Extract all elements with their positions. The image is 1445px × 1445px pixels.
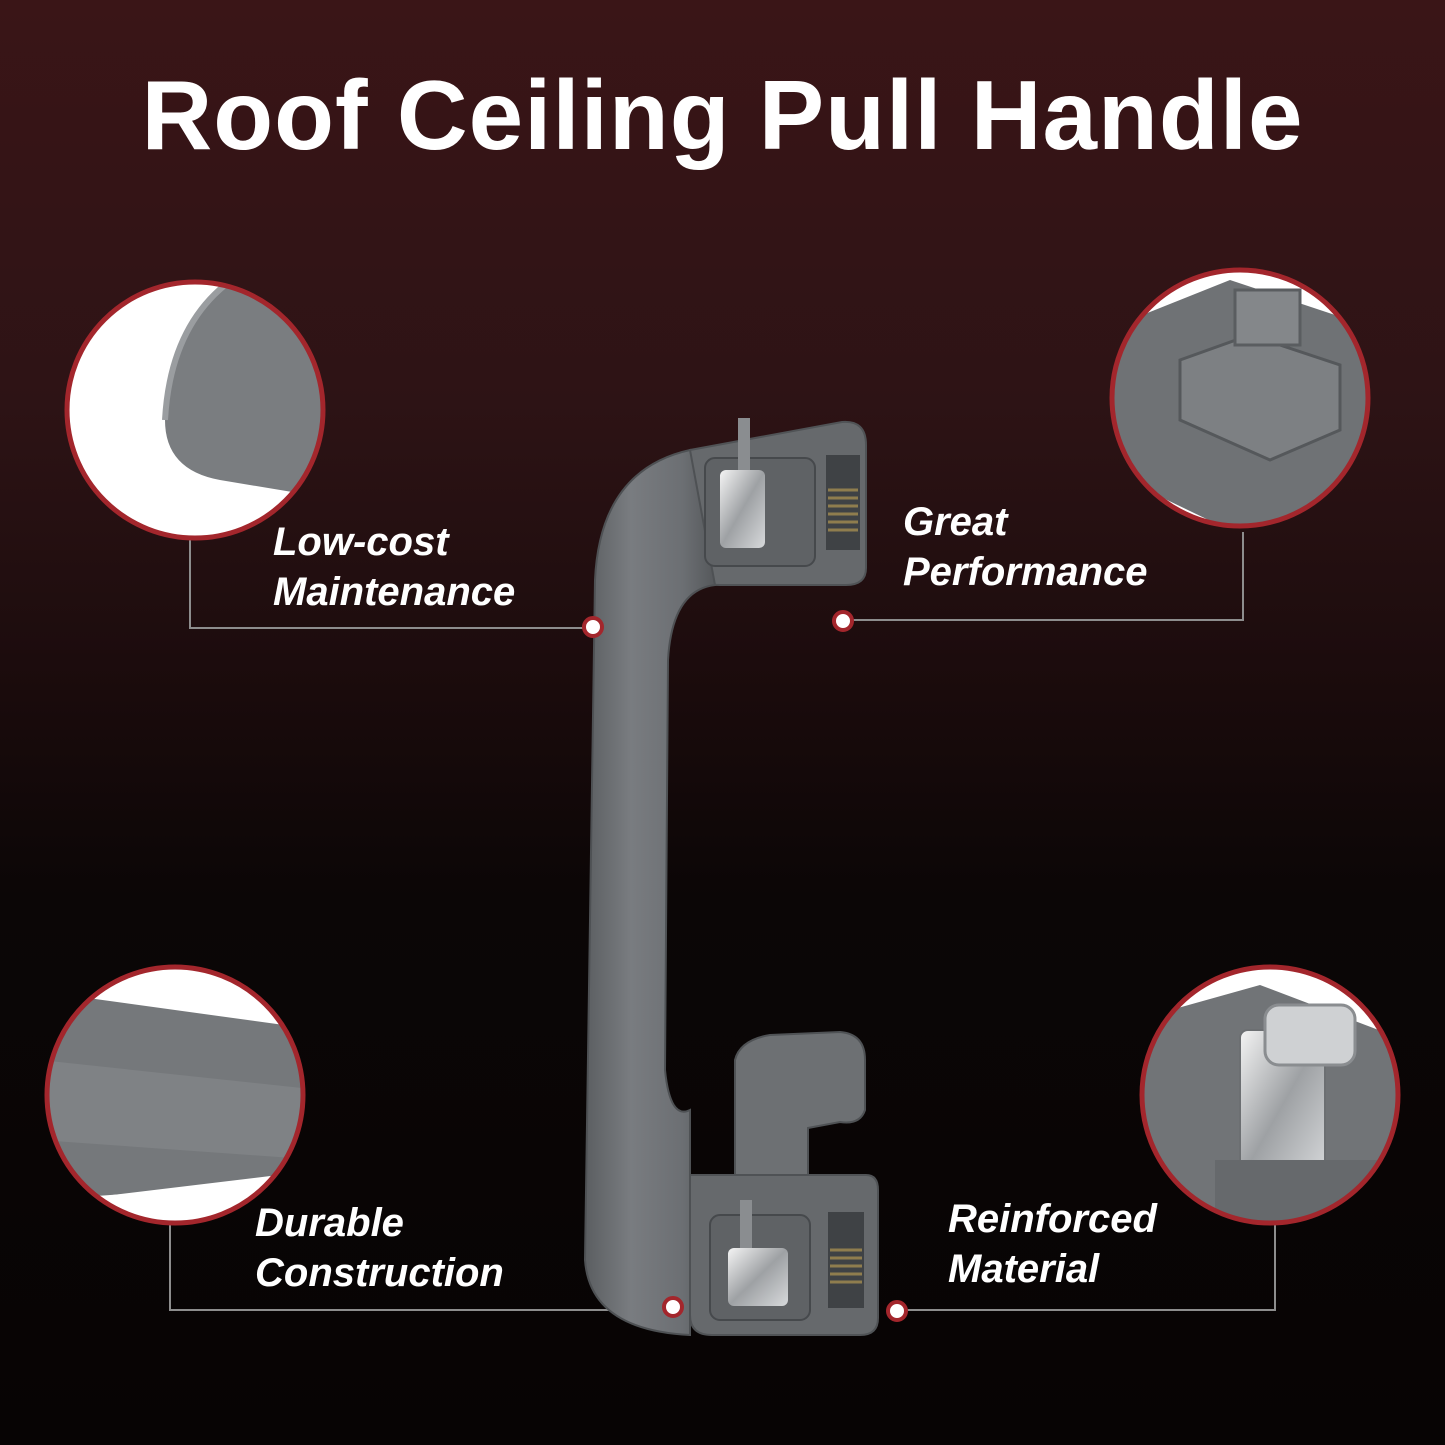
connector-lines: [169, 532, 1276, 1311]
feature-label-reinforced-material: Reinforced Material: [948, 1194, 1157, 1294]
feature-line: Material: [948, 1247, 1100, 1291]
feature-line: Low-cost: [273, 520, 449, 564]
feature-label-low-cost-maintenance: Low-cost Maintenance: [273, 517, 515, 617]
feature-label-durable-construction: Durable Construction: [255, 1198, 504, 1298]
detail-zoom-bottom-right: [1139, 964, 1401, 1226]
feature-line: Durable: [255, 1201, 404, 1245]
callout-dots: [582, 610, 908, 1322]
pull-handle-image: [583, 418, 879, 1337]
feature-line: Performance: [903, 550, 1148, 594]
detail-zoom-top-left: [64, 279, 326, 541]
feature-line: Great: [903, 500, 1008, 544]
feature-line: Maintenance: [273, 570, 516, 614]
detail-zoom-bottom-left: [44, 964, 306, 1226]
page-title: Roof Ceiling Pull Handle: [141, 60, 1304, 170]
feature-line: Reinforced: [948, 1197, 1157, 1241]
feature-label-great-performance: Great Performance: [903, 497, 1148, 597]
detail-zoom-top-right: [1109, 267, 1371, 529]
feature-line: Construction: [255, 1251, 504, 1295]
